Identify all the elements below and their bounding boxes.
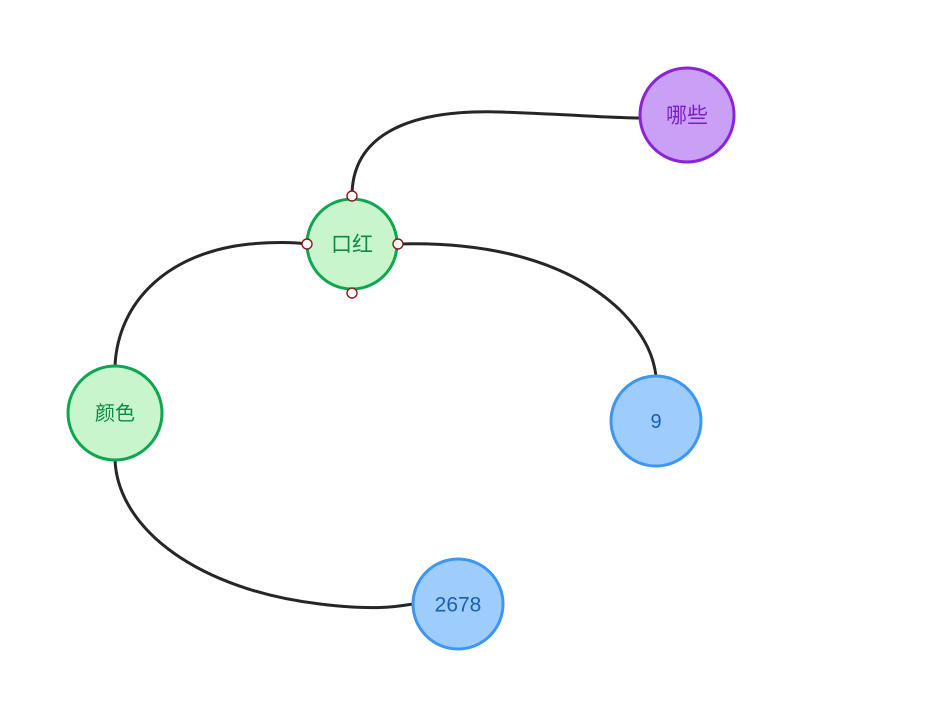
graph-node[interactable]: 哪些 (638, 66, 736, 164)
graph-edge[interactable] (350, 110, 642, 198)
node-circle[interactable] (305, 197, 399, 291)
node-circle[interactable] (609, 374, 703, 468)
graph-node[interactable]: 颜色 (66, 364, 164, 462)
handles-layer (301, 190, 404, 299)
connection-handle-left[interactable] (301, 238, 313, 250)
graph-edge[interactable] (113, 458, 415, 610)
graph-node[interactable]: 9 (609, 374, 703, 468)
node-circle[interactable] (66, 364, 164, 462)
connection-handle-bottom[interactable] (346, 287, 358, 299)
edges-layer (113, 110, 658, 610)
graph-node[interactable]: 2678 (411, 557, 505, 651)
node-circle[interactable] (411, 557, 505, 651)
node-circle[interactable] (638, 66, 736, 164)
connection-handle-top[interactable] (346, 190, 358, 202)
connection-handle-right[interactable] (392, 238, 404, 250)
graph-edge[interactable] (396, 242, 658, 378)
graph-node[interactable]: 口红 (305, 197, 399, 291)
graph-edge[interactable] (113, 240, 309, 368)
